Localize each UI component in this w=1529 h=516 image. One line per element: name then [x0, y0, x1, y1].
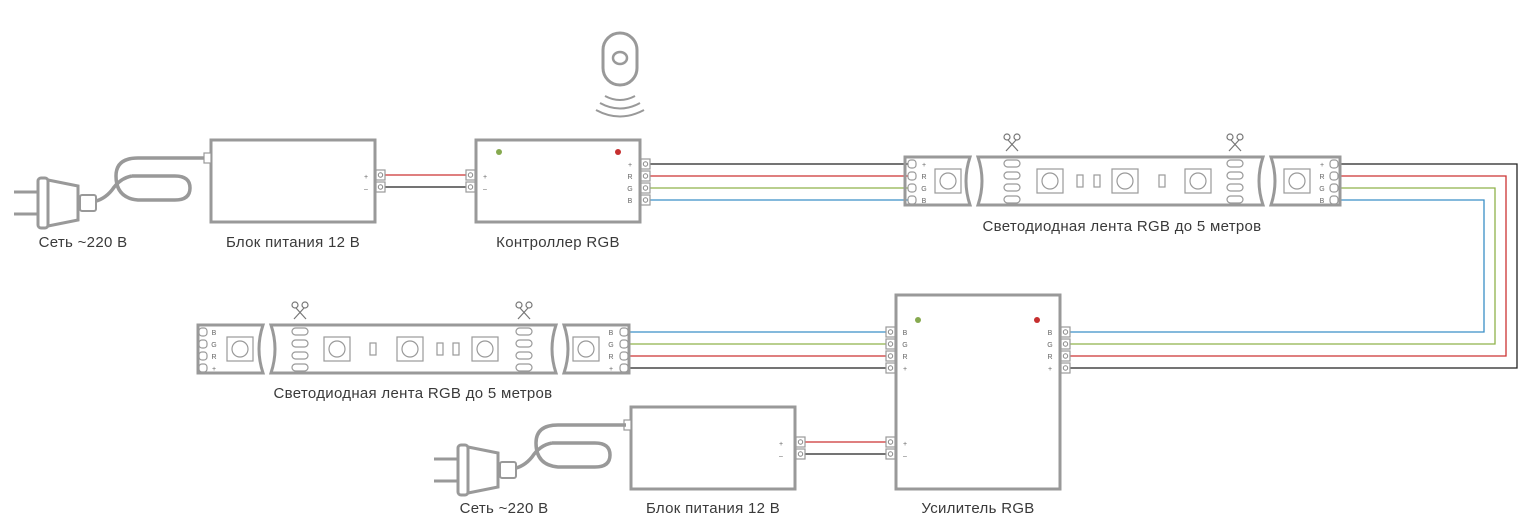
- smd-led-icon: [323, 336, 351, 362]
- power-supply-bottom: + –: [623, 405, 806, 491]
- pin-label: B: [212, 330, 217, 337]
- power-supply-top: + –: [203, 138, 386, 224]
- wire-g-loop: [1070, 187, 1496, 345]
- wire-b-loop: [1070, 199, 1485, 333]
- terminal-block: [465, 169, 476, 193]
- cut-pad-column: [1226, 159, 1244, 204]
- pin-label: +: [1320, 162, 1324, 169]
- scissors-icon: [1226, 133, 1244, 152]
- cut-pad-column: [515, 327, 533, 372]
- wires: [385, 163, 1518, 455]
- power-plug-icon: [434, 423, 626, 497]
- mains-label-bottom: Сеть ~220 В: [460, 500, 549, 516]
- pad-column-right: [619, 327, 629, 373]
- mains-label-top: Сеть ~220 В: [39, 234, 128, 251]
- pin-label: +: [922, 162, 926, 169]
- pin-label: R: [608, 354, 613, 361]
- cut-pad-column: [1003, 159, 1021, 204]
- strip-label-bottom: Светодиодная лента RGB до 5 метров: [274, 385, 553, 402]
- pin-label: R: [1047, 354, 1052, 361]
- pad-column-right: [1329, 159, 1339, 205]
- scissors-icon: [291, 301, 309, 320]
- pin-label: R: [1319, 174, 1324, 181]
- smd-led-icon: [572, 336, 600, 362]
- pad-column-left: [198, 327, 208, 373]
- pin-label: B: [1320, 198, 1325, 205]
- terminal-block: [795, 436, 806, 460]
- smd-led-icon: [1283, 168, 1311, 194]
- pin-label: G: [211, 342, 216, 349]
- pin-label: +: [609, 366, 613, 373]
- pin-label: +: [903, 366, 907, 373]
- resistor: [1093, 174, 1101, 188]
- smd-led-icon: [396, 336, 424, 362]
- smd-led-icon: [1111, 168, 1139, 194]
- wire-r-loop: [1070, 175, 1507, 357]
- pin-label: B: [609, 330, 614, 337]
- pin-label: G: [1319, 186, 1324, 193]
- status-led-red: [615, 149, 621, 155]
- status-led-red: [1034, 317, 1040, 323]
- pin-label: +: [903, 441, 907, 448]
- pin-label: R: [902, 354, 907, 361]
- smd-led-icon: [934, 168, 962, 194]
- smd-led-icon: [471, 336, 499, 362]
- status-led-green: [496, 149, 502, 155]
- pin-label: –: [903, 453, 907, 460]
- terminal-block: [885, 436, 896, 460]
- strip-label-top: Светодиодная лента RGB до 5 метров: [983, 218, 1262, 235]
- pin-label: G: [1047, 342, 1052, 349]
- wire-plus-loop: [1070, 163, 1518, 369]
- psu-label-bottom: Блок питания 12 В: [646, 500, 780, 516]
- remote-control-icon: [595, 31, 645, 118]
- amplifier-label: Усилитель RGB: [921, 500, 1034, 516]
- pin-label: B: [922, 198, 927, 205]
- pin-label: +: [483, 174, 487, 181]
- power-plug-icon: [14, 156, 206, 230]
- pin-label: R: [211, 354, 216, 361]
- led-strip-top: + R G B + R: [903, 133, 1342, 207]
- scissors-icon: [515, 301, 533, 320]
- pin-label: B: [903, 330, 908, 337]
- status-led-green: [915, 317, 921, 323]
- smd-led-icon: [226, 336, 254, 362]
- scissors-icon: [1003, 133, 1021, 152]
- pin-label: –: [483, 186, 487, 193]
- pin-label: +: [212, 366, 216, 373]
- pin-label: +: [364, 174, 368, 181]
- led-strip-bottom: B G R + B G: [196, 301, 631, 375]
- pin-label: R: [921, 174, 926, 181]
- pin-label: B: [1048, 330, 1053, 337]
- pin-label: +: [1048, 366, 1052, 373]
- resistor: [1076, 174, 1084, 188]
- pad-column-left: [907, 159, 917, 205]
- rgb-amplifier: B G R + B G R + + –: [885, 293, 1071, 491]
- pin-label: –: [779, 453, 783, 460]
- pin-label: –: [364, 186, 368, 193]
- pin-label: G: [902, 342, 907, 349]
- pin-label: G: [608, 342, 613, 349]
- pin-label: R: [627, 174, 632, 181]
- smd-led-icon: [1184, 168, 1212, 194]
- pin-label: G: [921, 186, 926, 193]
- cut-pad-column: [291, 327, 309, 372]
- rgb-controller: + – + R G B: [465, 138, 651, 224]
- resistor: [1158, 174, 1166, 188]
- pin-label: +: [779, 441, 783, 448]
- resistor: [369, 342, 377, 356]
- terminal-block: [1060, 326, 1071, 374]
- psu-label-top: Блок питания 12 В: [226, 234, 360, 251]
- resistor: [452, 342, 460, 356]
- pin-label: G: [627, 186, 632, 193]
- smd-led-icon: [1036, 168, 1064, 194]
- terminal-block: [375, 169, 386, 193]
- pin-label: B: [628, 198, 633, 205]
- pin-label: +: [628, 162, 632, 169]
- terminal-block: [640, 158, 651, 206]
- controller-label: Контроллер RGB: [496, 234, 620, 251]
- terminal-block: [885, 326, 896, 374]
- resistor: [436, 342, 444, 356]
